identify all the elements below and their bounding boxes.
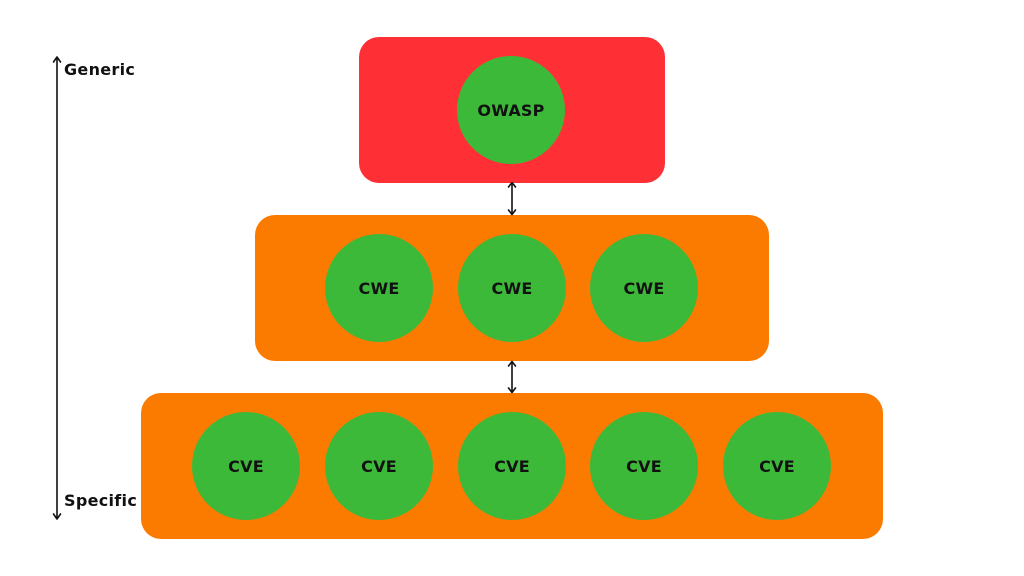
cwe-node: CWE bbox=[590, 234, 698, 342]
cwe-cve-connector-arrow bbox=[507, 360, 517, 394]
owasp-tier: OWASP bbox=[359, 37, 665, 183]
cwe-node-label: CWE bbox=[623, 278, 665, 298]
generic-specific-axis-arrow bbox=[52, 56, 62, 520]
cve-node: CVE bbox=[458, 412, 566, 520]
generic-label: Generic bbox=[64, 60, 136, 79]
owasp-node-label: OWASP bbox=[477, 100, 545, 120]
cwe-node-label: CWE bbox=[358, 278, 400, 298]
cve-node-label: CVE bbox=[228, 456, 264, 476]
cve-node-label: CVE bbox=[626, 456, 662, 476]
cwe-node: CWE bbox=[325, 234, 433, 342]
cve-node: CVE bbox=[325, 412, 433, 520]
cve-node-label: CVE bbox=[759, 456, 795, 476]
cve-node: CVE bbox=[192, 412, 300, 520]
cve-node-label: CVE bbox=[494, 456, 530, 476]
cwe-node-label: CWE bbox=[491, 278, 533, 298]
cwe-tier: CWE CWE CWE bbox=[255, 215, 769, 361]
owasp-node: OWASP bbox=[457, 56, 565, 164]
owasp-cwe-connector-arrow bbox=[507, 181, 517, 216]
cwe-node: CWE bbox=[458, 234, 566, 342]
cve-tier: CVE CVE CVE CVE CVE bbox=[141, 393, 883, 539]
specific-label: Specific bbox=[64, 491, 138, 510]
cve-node: CVE bbox=[590, 412, 698, 520]
cve-node-label: CVE bbox=[361, 456, 397, 476]
cve-node: CVE bbox=[723, 412, 831, 520]
